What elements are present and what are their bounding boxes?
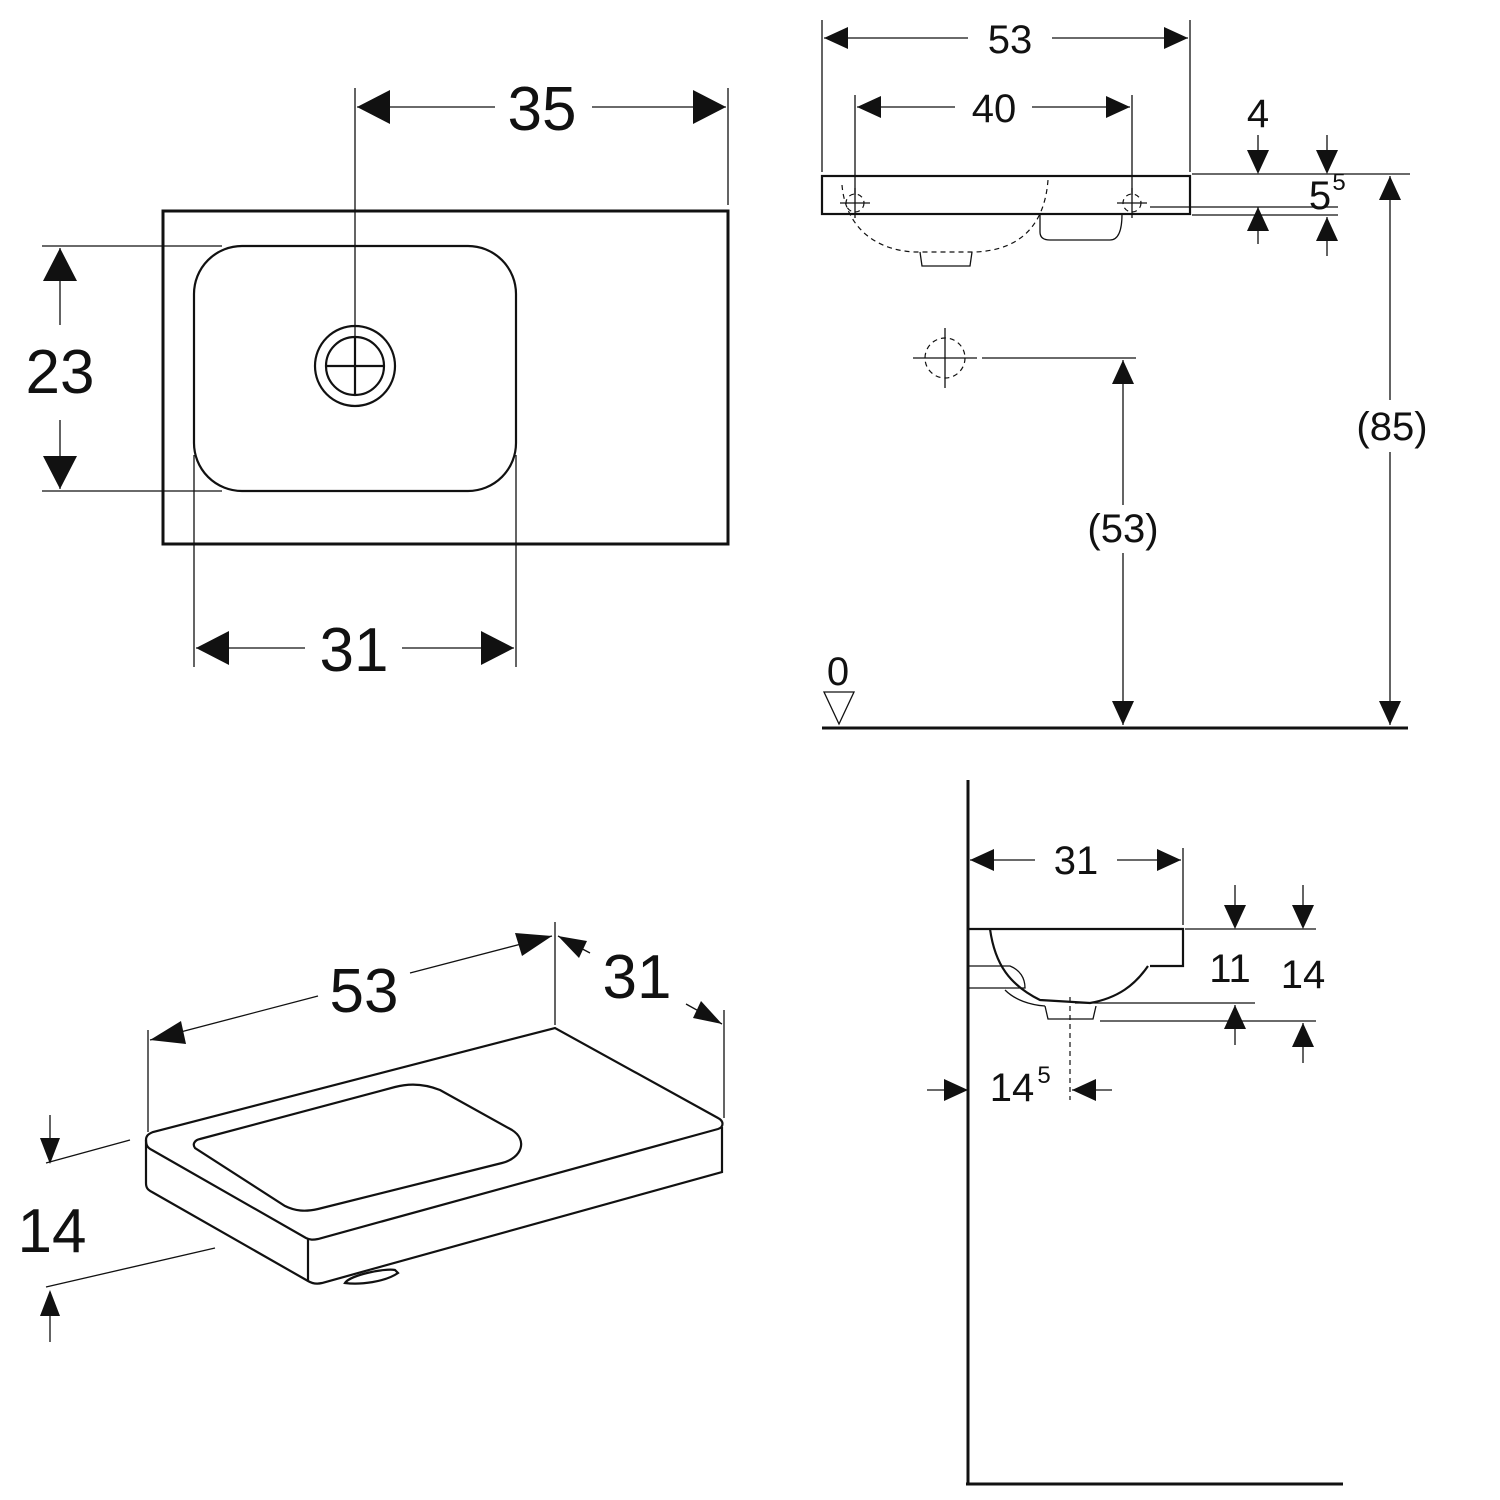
dim-outlet-offset-sup: 5 [1037, 1062, 1050, 1089]
dim-side-depth-label: 31 [1054, 839, 1099, 883]
dim-bowl-height-label: 11 [1209, 947, 1251, 991]
dim-outlet-offset-label: 14 [990, 1066, 1035, 1110]
top-view: 35 23 31 [26, 75, 730, 685]
side-view: 31 11 14 14 5 [927, 780, 1343, 1486]
basin-slab-side [969, 927, 1185, 968]
dim-tap-spacing-label: 40 [972, 87, 1017, 131]
dim-total-height-label: 14 [1281, 953, 1326, 997]
front-view: 53 40 4 5 5 (5 [820, 18, 1428, 730]
dim-bowl-width-label: 31 [320, 616, 389, 685]
dim-overflow-sup: 5 [1332, 169, 1345, 196]
floor-level-label: 0 [827, 650, 849, 694]
iso-view: 53 31 14 [18, 922, 725, 1342]
bowl-profile-side [988, 928, 1149, 1005]
bowl-profile-front [841, 179, 1049, 253]
basin-front-face [144, 1127, 724, 1285]
dim-iso-width-label: 53 [330, 957, 399, 1026]
dim-top-offset-label: 4 [1247, 92, 1269, 136]
dim-overflow-label: 5 [1309, 174, 1331, 218]
dim-iso-height-label: 14 [18, 1197, 87, 1266]
basin-outline-top [161, 209, 730, 546]
dim-width-center-label: 35 [508, 75, 577, 144]
floor-level-symbol [822, 691, 856, 726]
basin-top-face [144, 1026, 724, 1241]
basin-slab-front [820, 174, 1192, 216]
dim-outlet-height-label: (53) [1087, 507, 1158, 551]
dim-total-width-label: 53 [988, 18, 1033, 62]
dim-iso-depth-label: 31 [603, 943, 672, 1012]
waste-outlet-symbol [913, 328, 977, 388]
dim-depth-label: 23 [26, 338, 95, 407]
dim-rim-height-label: (85) [1356, 405, 1427, 449]
bowl-outline-iso [192, 1083, 523, 1212]
